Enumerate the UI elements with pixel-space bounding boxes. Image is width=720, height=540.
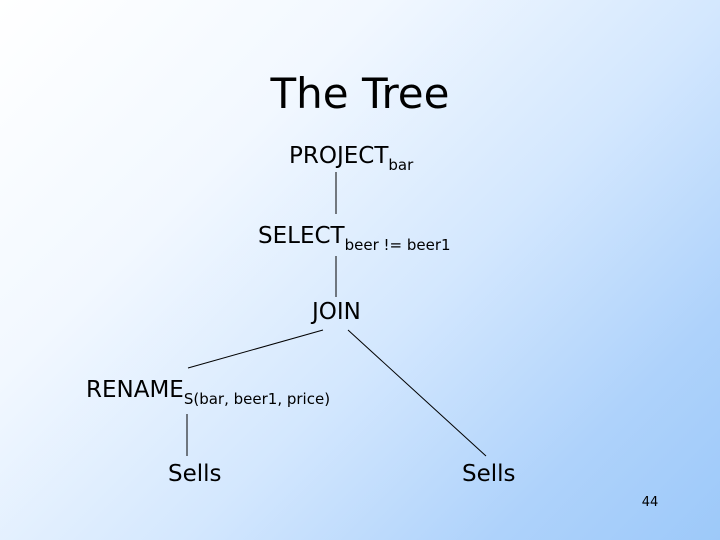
page-number: 44 — [641, 495, 659, 510]
select-operator: SELECT — [258, 223, 345, 249]
project-subscript: bar — [388, 156, 414, 174]
sells-left-label: Sells — [168, 461, 222, 487]
sells-right-node: Sells — [462, 460, 516, 488]
rename-subscript: S(bar, beer1, price) — [183, 390, 331, 408]
sells-right-label: Sells — [462, 461, 516, 487]
select-subscript: beer != beer1 — [344, 236, 451, 254]
sells-left-node: Sells — [168, 460, 222, 488]
select-node: SELECTbeer != beer1 — [258, 222, 451, 254]
slide-title: The Tree — [270, 69, 450, 118]
project-operator: PROJECT — [289, 143, 389, 169]
join-operator: JOIN — [312, 299, 361, 325]
join-node: JOIN — [312, 298, 361, 326]
edge-join-rename — [187, 329, 324, 369]
project-node: PROJECTbar — [289, 142, 414, 174]
rename-node: RENAMES(bar, beer1, price) — [86, 376, 331, 408]
edge-join-sells-right — [347, 329, 487, 457]
rename-operator: RENAME — [86, 377, 184, 403]
